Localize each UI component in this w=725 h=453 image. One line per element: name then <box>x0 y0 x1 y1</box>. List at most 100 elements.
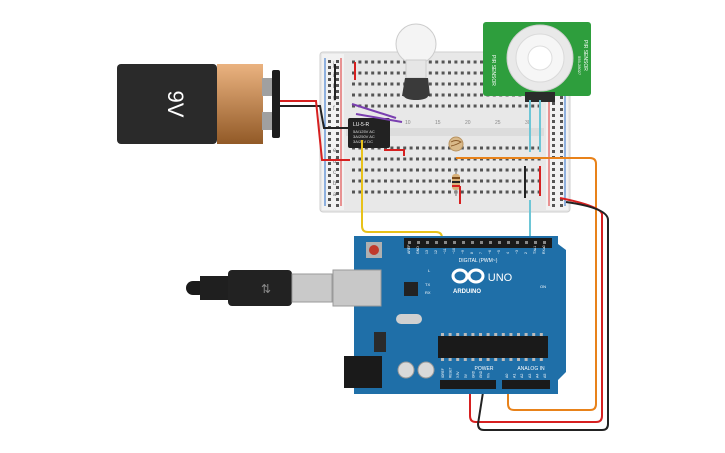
header-pin[interactable] <box>516 241 519 244</box>
breadboard-hole <box>390 179 394 183</box>
header-pin[interactable] <box>507 241 510 244</box>
breadboard-hole <box>441 104 445 108</box>
rail-hole <box>560 162 563 165</box>
header-pin[interactable] <box>471 241 474 244</box>
breadboard-hole <box>409 190 413 194</box>
digital-label: DIGITAL (PWM~) <box>459 258 498 264</box>
rail-hole <box>552 120 555 123</box>
breadboard-hole <box>492 146 496 150</box>
breadboard-hole <box>396 179 400 183</box>
breadboard-hole <box>473 82 477 86</box>
header-pin[interactable] <box>435 241 438 244</box>
digital-pin-label: RX◂0 <box>542 245 546 254</box>
relay-module[interactable]: LU-5-R 5A/125V AC 3A/250V AC 3A/24V DC <box>348 118 390 148</box>
arduino-uno[interactable]: ARDUINO UNO DIGITAL (PWM~) POWER ANALOG … <box>332 236 566 394</box>
power-pin-label: GND <box>471 370 475 378</box>
breadboard-hole <box>454 60 458 64</box>
header-pin[interactable] <box>480 241 483 244</box>
rail-hole <box>552 138 555 141</box>
rail-hole <box>328 198 331 201</box>
battery-9v[interactable]: 9V <box>117 64 280 144</box>
header-pin[interactable] <box>417 241 420 244</box>
breadboard-hole <box>512 104 515 108</box>
rail-hole <box>328 156 331 159</box>
rail-hole <box>560 186 563 189</box>
chip-pin <box>463 358 467 361</box>
breadboard-hole <box>396 146 400 150</box>
breadboard-hole <box>441 168 445 172</box>
rail-hole <box>336 150 339 153</box>
breadboard-hole <box>422 157 426 161</box>
row-letter-d: d <box>333 159 336 165</box>
rail-hole <box>336 156 339 159</box>
rail-hole <box>552 132 555 135</box>
rail-hole <box>328 102 331 105</box>
header-pin[interactable] <box>408 241 411 244</box>
chip-pin <box>532 333 536 336</box>
rail-hole <box>328 120 331 123</box>
rail-hole <box>560 168 563 171</box>
digital-pin-label: ~11 <box>443 248 447 254</box>
breadboard-hole <box>364 157 368 161</box>
breadboard-hole <box>480 168 483 172</box>
led-label-rx: RX <box>425 290 431 295</box>
breadboard-hole <box>518 190 522 194</box>
breadboard-hole <box>486 190 490 194</box>
chip-pin <box>532 358 536 361</box>
header-pin[interactable] <box>543 241 546 244</box>
breadboard-hole <box>416 104 419 108</box>
rail-hole <box>328 186 331 189</box>
header-pin[interactable] <box>525 241 528 244</box>
rail-hole <box>552 204 555 207</box>
breadboard-hole <box>409 146 413 150</box>
breadboard-hole <box>428 190 432 194</box>
photoresistor[interactable] <box>448 136 464 152</box>
chip-pin <box>517 358 520 361</box>
power-pin-label: RESET <box>449 367 453 378</box>
pir-code: 555-28027 <box>577 56 582 76</box>
breadboard-hole <box>377 71 381 75</box>
breadboard-hole <box>435 179 439 183</box>
pir-sensor[interactable]: PIR SENSOR PIR SENSOR 555-28027 <box>483 22 591 102</box>
resistor[interactable] <box>452 170 460 196</box>
row-letter-e: e <box>333 148 337 154</box>
digital-pin-label: 2 <box>524 252 528 254</box>
breadboard-hole <box>435 157 439 161</box>
chip-pin <box>501 358 505 361</box>
rail-hole <box>328 114 331 117</box>
rail-hole <box>336 180 339 183</box>
breadboard-hole <box>409 104 413 108</box>
rail-hole <box>336 78 339 81</box>
rail-hole <box>552 168 555 171</box>
breadboard-hole <box>396 60 400 64</box>
usb-cable[interactable]: ⇅ <box>186 270 333 306</box>
header-pin[interactable] <box>498 241 501 244</box>
rail-hole <box>560 114 563 117</box>
breadboard-hole <box>524 190 528 194</box>
header-pin[interactable] <box>489 241 492 244</box>
header-pin[interactable] <box>453 241 456 244</box>
analog-pin-label: A4 <box>535 374 539 378</box>
arduino-brand: ARDUINO <box>453 289 481 295</box>
breadboard-hole <box>396 93 400 97</box>
rail-hole <box>560 204 563 207</box>
chip-pin <box>463 333 467 336</box>
breadboard-hole <box>390 146 394 150</box>
rail-hole <box>560 174 563 177</box>
breadboard-hole <box>435 71 439 75</box>
rail-hole <box>336 132 339 135</box>
header-pin[interactable] <box>534 241 537 244</box>
col-number-25: 25 <box>495 120 501 126</box>
header-pin[interactable] <box>462 241 465 244</box>
breadboard-hole <box>441 60 445 64</box>
chip-pin <box>524 333 528 336</box>
header-pin[interactable] <box>426 241 429 244</box>
breadboard-hole <box>460 93 464 97</box>
rail-hole <box>336 174 339 177</box>
chip-pin <box>494 358 498 361</box>
breadboard-hole <box>377 168 381 172</box>
light-bulb[interactable] <box>395 23 437 100</box>
header-pin[interactable] <box>444 241 447 244</box>
chip-pin <box>448 333 452 336</box>
rail-hole <box>560 150 563 153</box>
